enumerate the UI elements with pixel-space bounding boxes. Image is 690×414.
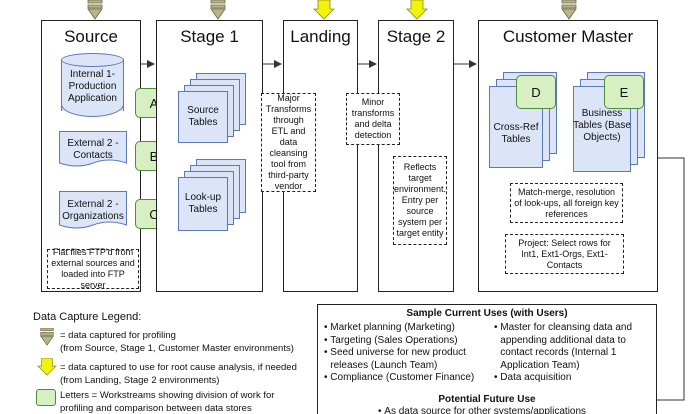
legend-yellow-arrow-icon: [37, 358, 57, 376]
legend-gray-line2: (from Source, Stage 1, Customer Master e…: [60, 343, 294, 354]
sample-uses-box: Sample Current Uses (with Users) • Marke…: [317, 304, 657, 414]
business-tables-label: Business Tables (Base Objects): [573, 108, 631, 143]
workstream-e: E: [604, 75, 644, 109]
customer-master-title: Customer Master: [502, 27, 634, 46]
legend-yellow-line1: = data captured to use for root cause an…: [60, 362, 297, 373]
lookup-tables-label: Look-up Tables: [184, 192, 222, 215]
arrow-master-uses: [650, 157, 685, 401]
match-merge-note: Match-merge, resolution of look-ups, all…: [510, 183, 623, 223]
legend-gray-arrow-icon: [40, 328, 54, 346]
external-contacts-label: External 2 - Contacts: [67, 138, 119, 161]
source-title: Source: [64, 27, 118, 46]
legend-gray-line1: = data captured for profiling: [60, 330, 176, 341]
legend-title: Data Capture Legend:: [33, 311, 142, 323]
external-contacts-file: External 2 - Contacts: [59, 131, 127, 169]
document-shape: [59, 191, 127, 229]
stage1-major-transforms-note: Major Transforms through ETL and data cl…: [261, 93, 316, 192]
yellow-capture-arrow-landing: [313, 0, 335, 20]
legend-letters-line1: Letters = Workstreams showing division o…: [60, 390, 275, 401]
internal-database-label: Internal 1- Production Application: [68, 69, 117, 104]
future-use-title: Potential Future Use: [438, 394, 536, 405]
uses-left-item: Market planning (Marketing): [330, 322, 455, 333]
uses-left-item: Compliance (Customer Finance): [330, 372, 475, 383]
gray-capture-arrow-source: [87, 0, 103, 20]
reflects-target-note: Reflects target environment. Entry per s…: [393, 156, 447, 245]
uses-left-item: Seed universe for new product releases (…: [330, 347, 466, 371]
uses-right-list: • Master for cleansing data and appendin…: [494, 322, 654, 385]
workstream-d: D: [516, 75, 556, 109]
source-tables-label: Source Tables: [187, 105, 219, 128]
future-use-text: As data source for other systems/applica…: [384, 406, 587, 414]
yellow-capture-arrow-stage2: [406, 0, 428, 20]
gray-capture-arrow-master: [561, 0, 577, 20]
uses-right-item: Master for cleansing data and appending …: [500, 322, 633, 371]
source-note: Flat files FTP'd from external sources a…: [47, 247, 139, 290]
legend-letters-line2: profiling and comparison between data st…: [60, 403, 252, 414]
lookup-tables-stack: Look-up Tables: [178, 159, 250, 235]
uses-title: Sample Current Uses (with Users): [406, 308, 568, 319]
legend-yellow-line2: (from Landing, Stage 2 environments): [60, 375, 220, 386]
crossref-tables-label: Cross-Ref Tables: [493, 122, 539, 145]
source-tables-stack: Source Tables: [178, 73, 250, 145]
legend-green-box-icon: [36, 389, 56, 406]
gray-capture-arrow-stage1: [210, 0, 226, 20]
landing-title: Landing: [290, 27, 351, 46]
project-note: Project: Select rows for Int1, Ext1-Orgs…: [505, 234, 624, 274]
minor-transforms-note: Minor transforms and delta detection: [346, 93, 400, 145]
internal-database: Internal 1- Production Application: [61, 53, 124, 117]
uses-right-item: Data acquisition: [500, 372, 572, 383]
external-orgs-label: External 2 - Organizations: [62, 199, 124, 222]
stage1-title: Stage 1: [180, 27, 239, 46]
document-shape: [59, 131, 127, 167]
uses-left-item: Targeting (Sales Operations): [330, 334, 458, 346]
uses-left-list: • Market planning (Marketing) • Targetin…: [324, 322, 489, 385]
stage2-title: Stage 2: [386, 27, 446, 46]
future-use-item: • As data source for other systems/appli…: [378, 406, 586, 414]
stage1-panel: Stage 1: [156, 20, 263, 292]
external-orgs-file: External 2 - Organizations: [59, 191, 127, 231]
